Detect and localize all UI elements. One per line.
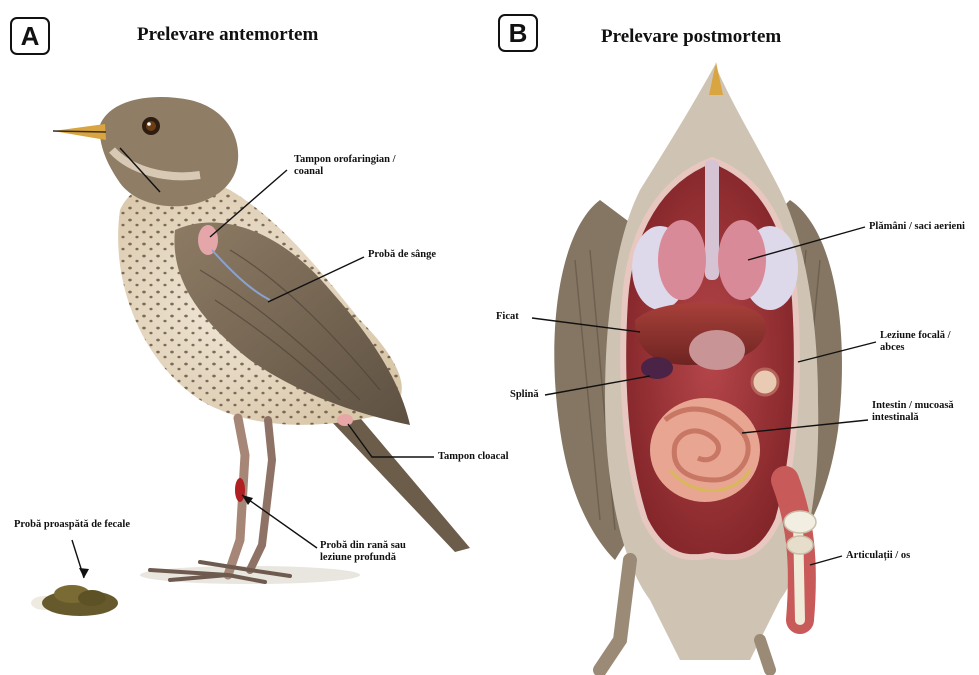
leg-bone (798, 520, 800, 620)
label-blood-sample: Probă de sânge (368, 249, 436, 261)
trachea (705, 160, 719, 280)
gizzard (689, 330, 745, 370)
bird-iris (146, 121, 156, 131)
label-intestine: Intestin / mucoasă intestinală (872, 400, 954, 424)
spleen (641, 357, 673, 379)
eye-highlight (147, 122, 151, 126)
joint-cartilage (787, 536, 813, 554)
label-wound-line1: Probă din rană sau (320, 540, 406, 552)
label-lesion-line1: Leziune focală / (880, 330, 951, 342)
beak-line (53, 131, 106, 132)
label-focal-lesion: Leziune focală / abces (880, 330, 951, 354)
label-lungs-air-sacs: Plămâni / saci aerieni (869, 221, 965, 233)
bird-illustration (53, 97, 470, 584)
right-lung (718, 220, 766, 300)
label-intestine-line1: Intestin / mucoasă (872, 400, 954, 412)
label-oropharyngeal-swab: Tampon orofaringian / coanal (294, 154, 396, 178)
label-wound-sample: Probă din rană sau leziune profundă (320, 540, 406, 564)
leader-wound (242, 495, 317, 548)
left-leg-ventral (600, 560, 630, 670)
focal-lesion (752, 369, 778, 395)
bird-head (100, 97, 238, 206)
label-intestine-line2: intestinală (872, 412, 954, 424)
bird-leg-back (250, 420, 272, 570)
label-wound-line2: leziune profundă (320, 552, 406, 564)
cloaca-site (337, 414, 353, 426)
right-foot-ventral (760, 640, 770, 670)
leg-wound (235, 478, 245, 502)
label-liver: Ficat (496, 311, 519, 323)
intestine-mass (650, 398, 760, 502)
label-lesion-line2: abces (880, 342, 951, 354)
left-lung (658, 220, 706, 300)
blood-sample-site (198, 225, 218, 255)
label-oropharyngeal-line2: coanal (294, 166, 396, 178)
label-spleen: Splină (510, 389, 539, 401)
arrowhead-feces (79, 568, 89, 578)
label-oropharyngeal-line1: Tampon orofaringian / (294, 154, 396, 166)
label-joints-bone: Articulații / os (846, 550, 910, 562)
label-cloacal-swab: Tampon cloacal (438, 451, 509, 463)
feces-sample-illustration (31, 585, 118, 616)
knee-joint (784, 511, 816, 533)
dissected-bird-illustration (554, 62, 842, 670)
label-feces-sample: Probă proaspătă de fecale (14, 519, 130, 531)
